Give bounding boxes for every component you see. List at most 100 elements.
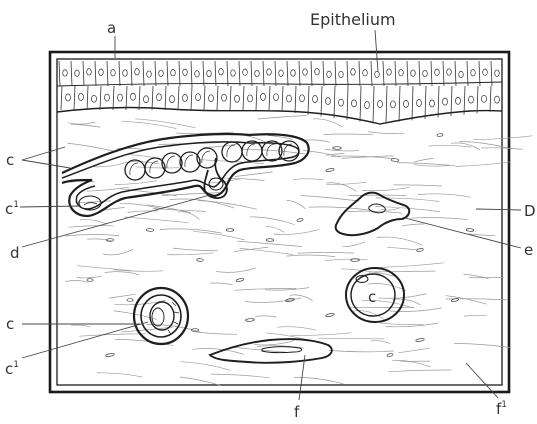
cell-nucleus (417, 100, 422, 107)
fibre-line (87, 239, 113, 241)
cell-nucleus (209, 95, 214, 102)
cell-wall (438, 86, 439, 118)
fibre-line (380, 323, 423, 325)
fibre-line (343, 242, 366, 247)
cell-wall (282, 86, 283, 111)
cell-nucleus (235, 95, 240, 102)
cell-wall (155, 61, 156, 86)
cell-wall (299, 61, 300, 86)
vessel-c1-lumen-detail (84, 203, 97, 205)
cell-nucleus (378, 101, 383, 108)
vessel-e-outline (336, 193, 410, 236)
fibre-line (309, 207, 370, 210)
cell-nucleus (92, 95, 97, 102)
cell-nucleus (207, 70, 212, 76)
fibre-line (326, 149, 360, 151)
cell-wall (191, 61, 192, 86)
cell-wall (334, 86, 335, 118)
fibre-line (464, 315, 487, 316)
fibre-line (68, 226, 113, 228)
cell-wall (275, 61, 276, 86)
cell-nucleus (219, 69, 224, 75)
fibre-line (293, 179, 323, 180)
fibre-line (255, 316, 276, 317)
fibre-line (377, 237, 423, 245)
nucleus (387, 353, 394, 357)
cell-nucleus (351, 69, 356, 75)
fibre-line (291, 333, 351, 336)
label-c-inside-vessel: c (368, 288, 376, 306)
fibre-line (210, 283, 233, 285)
epithelium-mid-boundary (57, 82, 502, 86)
cell-wall (399, 86, 400, 122)
cell-wall (143, 61, 144, 86)
cell-wall (61, 86, 62, 110)
cell-nucleus (79, 93, 84, 100)
cell-nucleus (196, 94, 201, 101)
cell-wall (204, 86, 205, 110)
vessel-c-outer (62, 134, 309, 216)
fibre-line (318, 338, 384, 339)
cell-wall (230, 86, 231, 110)
fibre-line (232, 347, 286, 352)
cell-wall (412, 86, 413, 120)
fibre-line (68, 122, 95, 124)
fibre-line (258, 116, 307, 120)
label-c1-bottom-left-sup: 1 (13, 360, 19, 370)
cell-wall (347, 86, 348, 120)
red-blood-cell (197, 148, 217, 168)
epithelial-cells (59, 61, 500, 123)
vessel-c1-lumen (79, 196, 101, 210)
nucleus (451, 298, 459, 302)
fibre-line (298, 253, 354, 254)
nucleus (391, 158, 399, 161)
vessel-cc1-cell (150, 302, 174, 330)
fibre-line (304, 140, 330, 142)
cell-shading (202, 151, 210, 163)
cell-nucleus (447, 69, 452, 75)
fibre-line (379, 294, 427, 299)
nucleus (326, 168, 335, 172)
cell-wall (263, 61, 264, 86)
label-e: e (524, 241, 533, 259)
fibre-line (105, 272, 139, 275)
cell-nucleus (159, 70, 164, 76)
fibre-line (313, 119, 342, 127)
cell-wall (490, 86, 491, 112)
cell-wall (178, 86, 179, 110)
fibre-line (250, 217, 295, 225)
fibre-line (387, 247, 417, 250)
cell-wall (59, 61, 60, 86)
cell-wall (308, 86, 309, 115)
cell-nucleus (105, 94, 110, 101)
label-f1: f1 (496, 400, 507, 418)
fibre-line (97, 373, 143, 377)
fibre-line (237, 241, 302, 246)
fibre-line (124, 217, 188, 223)
cell-nucleus (243, 69, 248, 75)
red-blood-cell (242, 141, 262, 161)
cell-nucleus (231, 70, 236, 76)
cell-nucleus (123, 70, 128, 76)
cell-nucleus (363, 70, 368, 76)
fibre-line (77, 266, 130, 271)
fibre-line (160, 229, 222, 233)
cell-nucleus (391, 101, 396, 108)
cell-wall (321, 86, 322, 116)
cell-nucleus (495, 96, 500, 103)
label-c1-bottom-left: c1 (5, 360, 19, 378)
cell-nucleus (171, 70, 176, 76)
fibre-line (389, 370, 452, 372)
cell-nucleus (111, 70, 116, 76)
fibre-line (67, 143, 117, 152)
fibre-line (324, 134, 374, 135)
cell-wall (383, 61, 384, 86)
cell-nucleus (423, 70, 428, 76)
fibre-line (65, 234, 119, 236)
cell-wall (443, 61, 444, 86)
red-blood-cell (125, 160, 145, 180)
nucleus (266, 239, 274, 242)
cell-wall (371, 61, 372, 86)
cell-nucleus (456, 97, 461, 104)
